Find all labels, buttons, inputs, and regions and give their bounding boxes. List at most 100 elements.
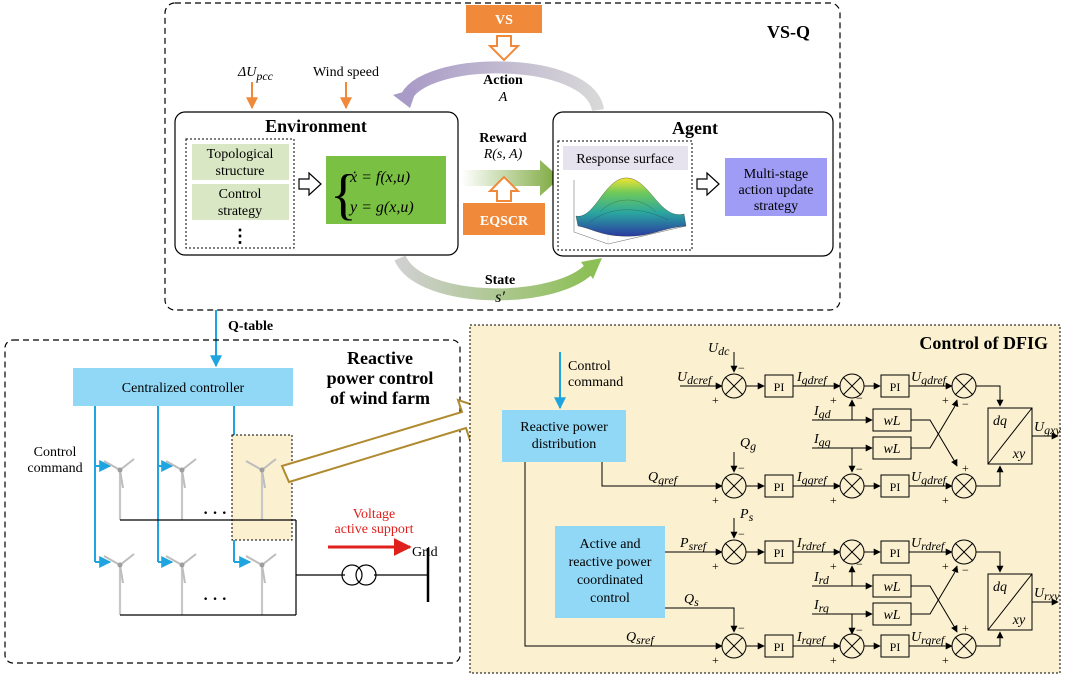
svg-text:Reactive: Reactive — [347, 348, 413, 368]
svg-text:Urqref: Urqref — [911, 630, 946, 647]
svg-text:+: + — [830, 653, 837, 667]
svg-text:Psref: Psref — [679, 536, 708, 553]
vs-label: VS — [495, 13, 513, 28]
svg-text:PI: PI — [890, 380, 901, 394]
svg-text:−: − — [738, 361, 745, 375]
response-surface-plot — [573, 177, 687, 245]
svg-text:+: + — [830, 559, 837, 573]
state-arrowhead — [581, 258, 602, 279]
svg-text:Urdref: Urdref — [911, 536, 946, 553]
svg-text:Igqref: Igqref — [796, 470, 828, 487]
svg-text:−: − — [738, 527, 745, 541]
coordinated-control-box — [555, 526, 665, 618]
svg-text:Igd: Igd — [813, 404, 832, 421]
svg-text:+: + — [942, 393, 949, 407]
svg-text:Reactive power: Reactive power — [520, 420, 608, 435]
env-more-dots: ⋮ — [231, 226, 249, 246]
svg-text:Urxy: Urxy — [1034, 586, 1060, 603]
svg-text:power control: power control — [327, 368, 434, 388]
env-hollow-arrow-icon — [298, 171, 322, 197]
svg-text:Ps: Ps — [739, 507, 754, 524]
eqscr-label: EQSCR — [480, 214, 529, 229]
action-symbol: A — [498, 90, 508, 105]
block-labels: PI PI PI PI PI PI PI PI wL wL wL wL dq x… — [774, 380, 1026, 654]
svg-text:strategy: strategy — [218, 204, 262, 219]
svg-text:−: − — [856, 623, 863, 637]
svg-text:command: command — [568, 375, 623, 390]
state-symbol: s′ — [495, 289, 505, 306]
sum-signs: − + − + + − − + − + + + − + − + + − − + … — [712, 361, 969, 667]
svg-text:Active and: Active and — [579, 537, 640, 552]
svg-text:Control: Control — [219, 187, 262, 202]
svg-text:action update: action update — [738, 183, 813, 198]
svg-text:Irq: Irq — [813, 598, 829, 615]
equation-line2: y = g(x,u) — [348, 199, 414, 216]
svg-text:coordinated: coordinated — [577, 573, 643, 588]
grid-label: Grid — [412, 545, 438, 560]
reward-expr: R(s, A) — [483, 147, 523, 162]
svg-text:−: − — [856, 391, 863, 405]
svg-text:−: − — [738, 461, 745, 475]
reward-label: Reward — [479, 131, 527, 146]
agent-hollow-arrow-icon — [696, 171, 720, 197]
svg-text:+: + — [962, 461, 969, 475]
state-label: State — [485, 273, 515, 288]
svg-text:Qsref: Qsref — [626, 630, 655, 647]
response-surface-box — [563, 146, 688, 170]
svg-text:+: + — [712, 559, 719, 573]
zoom-arrow-icon — [280, 398, 497, 484]
svg-text:−: − — [856, 462, 863, 476]
svg-text:control: control — [590, 591, 630, 606]
svg-text:dq: dq — [993, 580, 1007, 595]
svg-text:Topological: Topological — [207, 147, 274, 162]
svg-text:structure: structure — [216, 164, 265, 179]
svg-text:Ugdref: Ugdref — [911, 370, 948, 387]
svg-text:−: − — [962, 397, 969, 411]
svg-text:−: − — [856, 557, 863, 571]
eqscr-box — [463, 203, 545, 235]
action-arrowhead — [393, 88, 417, 108]
vsq-title: VS-Q — [767, 22, 810, 42]
vs-box — [466, 5, 542, 33]
vs-down-arrow-icon — [487, 35, 521, 62]
svg-text:Igdref: Igdref — [796, 370, 828, 387]
multi-stage-box — [725, 158, 827, 216]
svg-text:PI: PI — [774, 546, 785, 560]
svg-text:Udcref: Udcref — [677, 370, 713, 387]
svg-text:+: + — [942, 653, 949, 667]
agent-title: Agent — [672, 118, 718, 138]
windfarm-panel: Reactive power control of wind farm Cent… — [4, 339, 461, 664]
svg-text:Udc: Udc — [708, 341, 730, 358]
svg-text:distribution: distribution — [532, 437, 597, 452]
dfig-panel: Control of DFIG Control command Reactive… — [469, 324, 1061, 674]
voltage-label-1: Voltage — [353, 507, 396, 522]
svg-text:Igq: Igq — [813, 432, 831, 449]
turbine-dots-row2: · · · — [203, 591, 227, 608]
svg-text:Ugdref: Ugdref — [911, 470, 948, 487]
equation-brace: { — [330, 164, 357, 226]
svg-text:+: + — [942, 559, 949, 573]
svg-text:wL: wL — [883, 442, 900, 457]
reward-arrow — [462, 160, 560, 196]
svg-text:+: + — [830, 493, 837, 507]
svg-text:Ugxy: Ugxy — [1034, 420, 1061, 437]
svg-text:PI: PI — [774, 640, 785, 654]
dfig-title: Control of DFIG — [919, 333, 1048, 353]
svg-text:+: + — [942, 493, 949, 507]
svg-text:of wind farm: of wind farm — [330, 388, 430, 408]
svg-text:+: + — [712, 493, 719, 507]
svg-text:Ird: Ird — [813, 570, 830, 587]
svg-text:+: + — [712, 653, 719, 667]
voltage-label-2: active support — [335, 522, 414, 537]
svg-text:xy: xy — [1012, 447, 1026, 462]
svg-text:xy: xy — [1012, 613, 1026, 628]
svg-text:Qgref: Qgref — [648, 470, 679, 487]
svg-text:+: + — [962, 621, 969, 635]
centralized-controller-box — [73, 368, 293, 406]
svg-text:wL: wL — [883, 608, 900, 623]
vsq-panel: VS-Q VS Action A ΔUpcc Wind speed Enviro… — [164, 2, 841, 311]
svg-text:Qg: Qg — [740, 436, 756, 453]
svg-text:−: − — [738, 621, 745, 635]
eqscr-up-arrow-icon — [487, 175, 521, 202]
